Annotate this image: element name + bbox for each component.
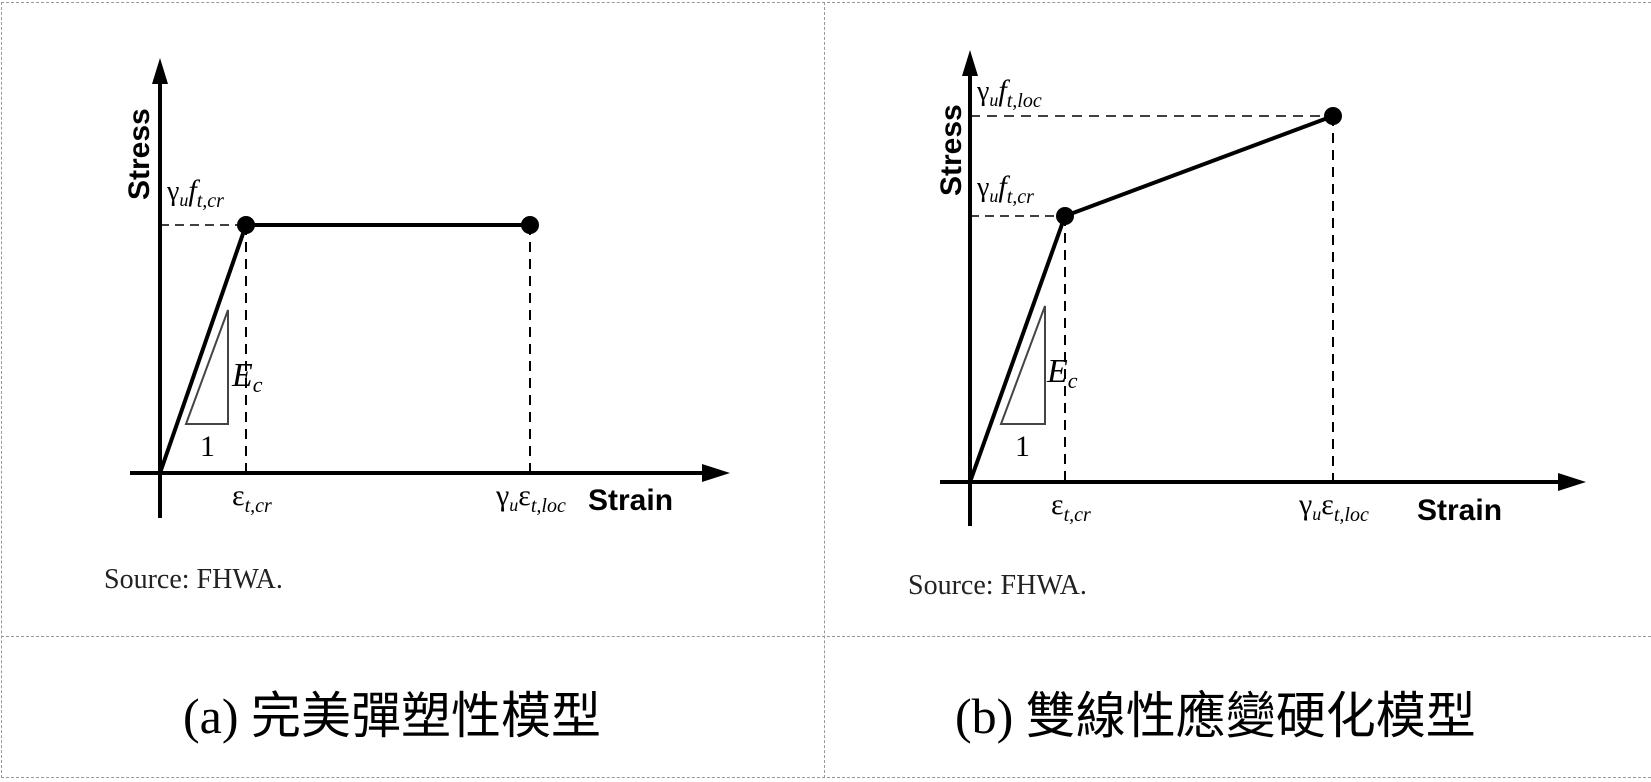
point-localization bbox=[521, 216, 539, 234]
stress-strain-curve bbox=[968, 114, 1334, 483]
y-axis-arrow-icon bbox=[962, 50, 978, 76]
source-note: Source: FHWA. bbox=[908, 570, 1087, 601]
strain-label-cr: εt,cr bbox=[232, 479, 272, 517]
slope-triangle bbox=[184, 309, 229, 425]
strain-label-loc: γuεt,loc bbox=[495, 479, 566, 517]
y-axis-label: Stress bbox=[123, 108, 156, 200]
y-axis-label: Stress bbox=[935, 104, 968, 196]
strain-label-loc: γuεt,loc bbox=[1298, 488, 1369, 526]
diagram-elastic-perfectly-plastic: Stress Strain Ec 1 γuft,cr εt,cr γuεt,lo… bbox=[104, 58, 730, 595]
stress-label-cr: γuft,cr bbox=[976, 170, 1034, 208]
caption-a: (a) 完美彈塑性模型 bbox=[183, 688, 601, 744]
stress-strain-curve bbox=[158, 223, 530, 474]
column-divider bbox=[824, 2, 825, 778]
y-axis-arrow-icon bbox=[152, 58, 168, 84]
strain-label-cr: εt,cr bbox=[1051, 488, 1091, 526]
slope-label: Ec bbox=[1046, 353, 1078, 393]
slope-run-label: 1 bbox=[200, 430, 215, 463]
x-axis-label: Strain bbox=[588, 484, 673, 517]
point-cracking bbox=[1056, 207, 1074, 225]
slope-triangle bbox=[999, 305, 1046, 425]
slope-label: Ec bbox=[231, 357, 263, 397]
x-axis-arrow-icon bbox=[702, 464, 730, 482]
point-localization bbox=[1324, 107, 1342, 125]
slope-run-label: 1 bbox=[1015, 430, 1030, 463]
diagram-bilinear-hardening: Stress Strain Ec 1 γuft,loc γuft,cr εt,c… bbox=[908, 50, 1586, 601]
x-axis-arrow-icon bbox=[1558, 473, 1586, 491]
source-note: Source: FHWA. bbox=[104, 564, 283, 595]
caption-b: (b) 雙線性應變硬化模型 bbox=[955, 688, 1476, 744]
point-cracking bbox=[237, 216, 255, 234]
x-axis-label: Strain bbox=[1417, 494, 1502, 527]
stress-label-cr: γuft,cr bbox=[166, 174, 224, 212]
stress-label-loc: γuft,loc bbox=[976, 74, 1042, 112]
row-divider bbox=[1, 636, 1651, 637]
